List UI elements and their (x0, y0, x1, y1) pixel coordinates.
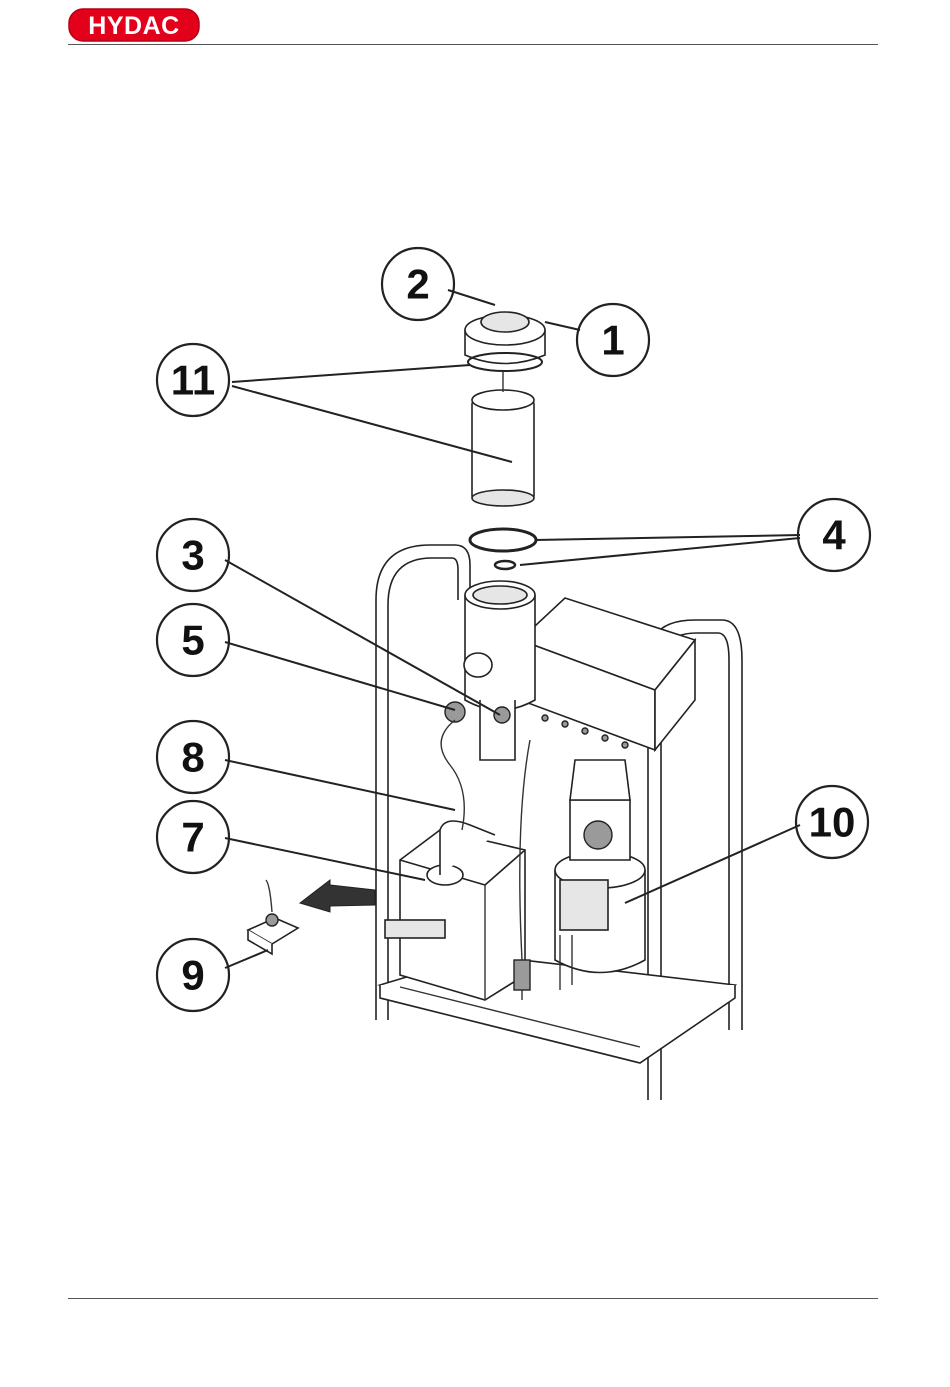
callout-1: 1 (577, 304, 649, 376)
callout-2-label: 2 (406, 261, 429, 308)
callout-10: 10 (796, 786, 868, 858)
callout-11: 11 (157, 344, 229, 416)
callout-9-label: 9 (181, 952, 204, 999)
callout-7: 7 (157, 801, 229, 873)
footer-rule (68, 1298, 878, 1299)
callout-11-label: 11 (171, 357, 215, 404)
callout-3-label: 3 (181, 532, 204, 579)
direction-arrow (300, 880, 375, 912)
callout-4-label: 4 (822, 512, 846, 559)
callout-2: 2 (382, 248, 454, 320)
level-sensor (248, 880, 298, 954)
control-box (520, 598, 695, 750)
filter-element (472, 372, 534, 506)
callout-8: 8 (157, 721, 229, 793)
motor-pump (555, 760, 645, 990)
callout-3: 3 (157, 519, 229, 591)
callout-5-label: 5 (181, 617, 204, 664)
o-rings (470, 529, 536, 569)
callout-8-label: 8 (181, 734, 204, 781)
callout-7-label: 7 (181, 814, 204, 861)
callout-9: 9 (157, 939, 229, 1011)
filter-cover (465, 312, 545, 371)
callout-4: 4 (798, 499, 870, 571)
callout-10-label: 10 (809, 799, 856, 846)
callout-1-label: 1 (601, 317, 624, 364)
callout-5: 5 (157, 604, 229, 676)
